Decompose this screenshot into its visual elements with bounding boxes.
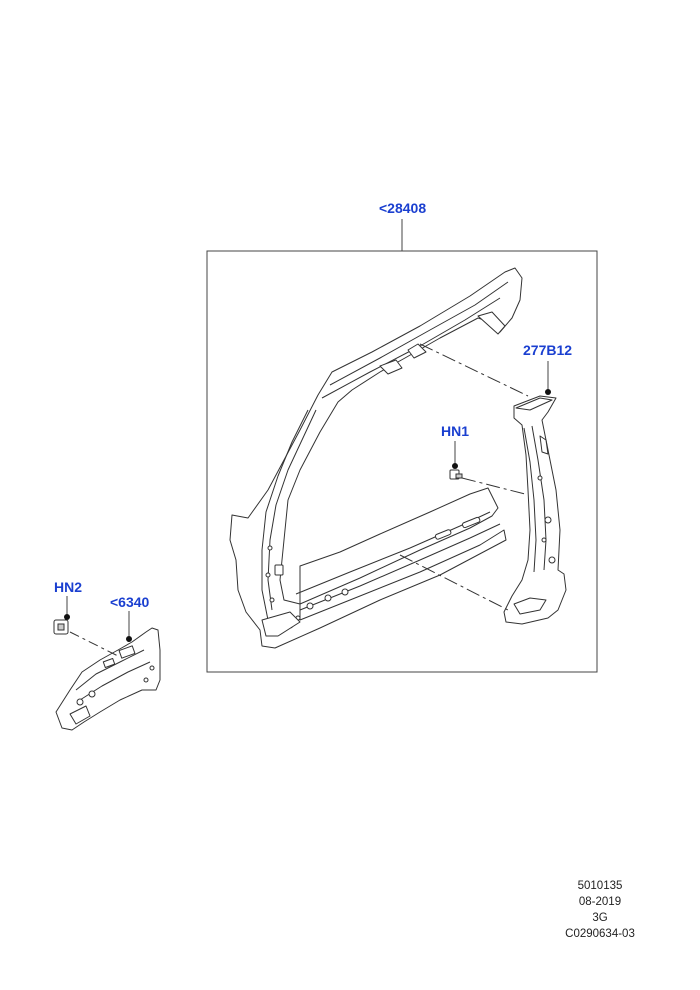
- b-pillar-callout-dot: [545, 389, 551, 395]
- b-pillar-callout[interactable]: 277B12: [523, 342, 573, 358]
- reference-number: 5010135: [577, 880, 623, 892]
- bracket-callout[interactable]: <6340: [110, 594, 150, 610]
- hn2-callout-dot: [64, 614, 70, 620]
- hn1-fastener: [449, 469, 463, 480]
- bracket-callout-dot: [126, 636, 132, 642]
- hn2-fastener: [53, 619, 69, 635]
- alignment-lines: [399, 343, 529, 611]
- main-assembly-callout[interactable]: <28408: [379, 200, 427, 216]
- hn2-callout[interactable]: HN2: [54, 579, 83, 595]
- b-pillar-panel: [503, 395, 567, 625]
- reference-code: 3G: [592, 912, 608, 924]
- reference-date: 08-2019: [578, 896, 622, 908]
- hn2-alignment-line: [69, 631, 119, 657]
- body-side-panel: [229, 267, 523, 649]
- bracket-panel: [55, 627, 161, 731]
- reference-block: 5010135 08-2019 3G C0290634-03: [540, 878, 660, 942]
- illustration-id: C0290634-03: [565, 928, 635, 940]
- hn1-callout-dot: [452, 463, 458, 469]
- hn1-callout[interactable]: HN1: [441, 423, 470, 439]
